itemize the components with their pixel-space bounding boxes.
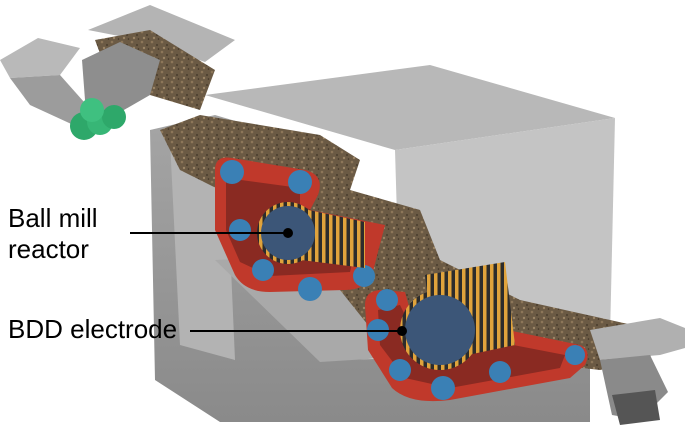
roller bbox=[220, 160, 244, 184]
dot-icon bbox=[283, 228, 293, 238]
discharge-outlet bbox=[590, 318, 685, 425]
bdd-electrode-label: BDD electrode bbox=[8, 314, 178, 344]
ball-mill-label-line2: reactor bbox=[8, 234, 89, 264]
roller bbox=[353, 265, 375, 287]
roller bbox=[288, 170, 312, 194]
dot-icon bbox=[397, 326, 407, 336]
ball-mill-reactor-label: Ball mill reactor bbox=[8, 203, 138, 265]
roller bbox=[252, 259, 274, 281]
outlet-base bbox=[612, 390, 660, 425]
roller bbox=[298, 277, 322, 301]
roller bbox=[229, 219, 251, 241]
housing-top bbox=[205, 65, 615, 150]
outlet-plate bbox=[590, 318, 685, 360]
roller bbox=[489, 361, 511, 383]
roller bbox=[389, 359, 411, 381]
ball-mill-reactor-lower bbox=[365, 262, 588, 402]
callouts bbox=[130, 228, 407, 336]
hopper-lid bbox=[88, 5, 235, 62]
ball-mill-reactor-upper bbox=[215, 157, 385, 301]
electrode-core bbox=[405, 295, 475, 365]
feed-roller bbox=[80, 98, 104, 122]
feed-roller bbox=[102, 105, 126, 129]
roller bbox=[431, 376, 455, 400]
roller bbox=[376, 289, 398, 311]
feed-hopper bbox=[0, 5, 235, 140]
ball-mill-label-line1: Ball mill bbox=[8, 203, 98, 233]
feed-chute bbox=[82, 42, 160, 118]
hopper-plate-left bbox=[0, 38, 80, 78]
roller bbox=[565, 345, 585, 365]
